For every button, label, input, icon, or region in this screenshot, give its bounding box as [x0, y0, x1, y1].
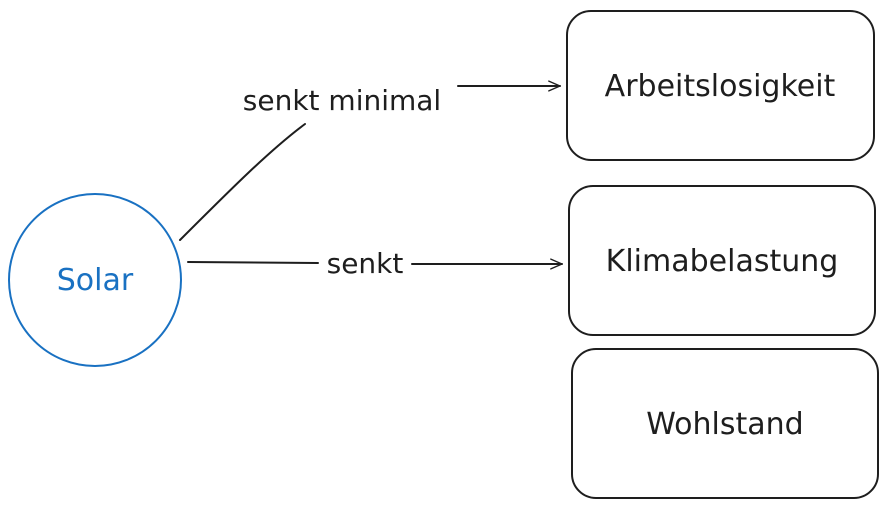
node-solar-circle [8, 193, 182, 367]
node-solar-label: Solar [57, 263, 134, 298]
edge-line-senkt-left [187, 261, 319, 264]
edge-solar-klimabelastung: senkt [187, 247, 563, 280]
edge-label-senkt: senkt [327, 247, 404, 280]
node-klimabelastung[interactable]: Klimabelastung [568, 185, 876, 336]
node-klimabelastung-label: Klimabelastung [606, 244, 839, 279]
node-arbeitslosigkeit-label: Arbeitslosigkeit [605, 69, 836, 104]
edge-solar-arbeitslosigkeit: senkt minimal [179, 80, 561, 241]
node-wohlstand-box [571, 348, 879, 499]
edge-line-senkt-minimal [179, 123, 306, 241]
node-arbeitslosigkeit[interactable]: Arbeitslosigkeit [566, 10, 875, 161]
node-solar[interactable]: Solar [8, 193, 182, 367]
node-wohlstand-label: Wohlstand [646, 407, 803, 442]
edge-label-senkt-minimal: senkt minimal [243, 84, 441, 117]
node-wohlstand[interactable]: Wohlstand [571, 348, 879, 499]
node-klimabelastung-box [568, 185, 876, 336]
node-arbeitslosigkeit-box [566, 10, 875, 161]
